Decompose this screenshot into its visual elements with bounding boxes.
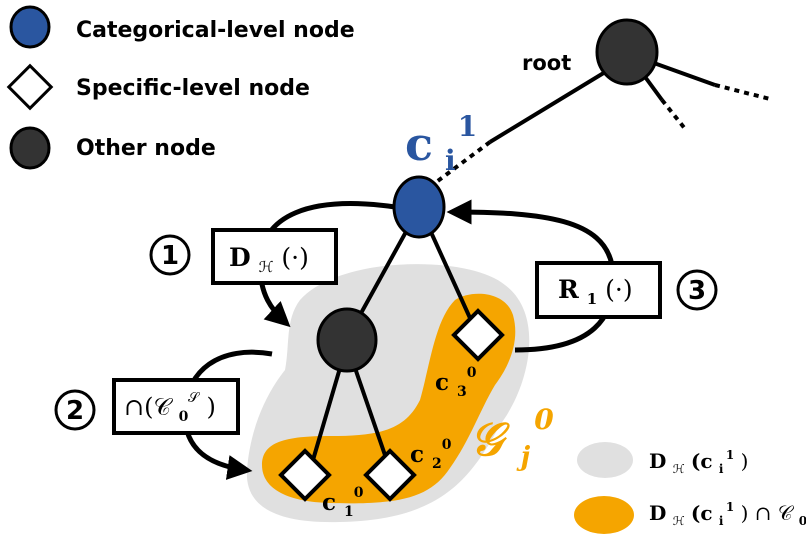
c2-label: c 2 0 (410, 437, 452, 474)
categorical-node-ci1 (392, 175, 446, 239)
legend-categorical-icon (9, 5, 51, 49)
legend-gray-label: D ℋ (c i 1 ) (649, 440, 748, 478)
edge-root-right-dotted (714, 83, 771, 101)
legend-specific-label: Specific-level node (76, 76, 310, 101)
edge-ci1-other (358, 229, 409, 316)
step2-formula: ∩(𝒞 0 𝒮 ) (124, 380, 216, 427)
step3-formula: R 1 (·) (558, 275, 633, 310)
step1-box (211, 228, 338, 285)
legend-other-label: Other node (76, 136, 216, 161)
group-label: 𝒢 j 0 (470, 403, 554, 476)
step3-circle (676, 269, 718, 311)
step2-circle (54, 389, 96, 431)
specific-node-c3 (451, 308, 505, 362)
edge-other-c2 (353, 367, 388, 459)
legend-specific-icon (6, 63, 54, 111)
step1-circle (149, 234, 191, 276)
edge-root-ci1-dotted (433, 140, 492, 185)
legend-categorical-label: Categorical-level node (76, 18, 355, 43)
edge-ci1-c3 (428, 229, 472, 319)
legend-gray-swatch (577, 442, 633, 478)
step3-box (535, 261, 662, 319)
step1-number: 1 (161, 241, 179, 271)
other-node-mid (316, 307, 378, 373)
legend-orange-label: D ℋ (c i 1 ) ∩ 𝒞 0 𝒮 (649, 492, 806, 530)
specific-node-c2 (363, 448, 417, 502)
orange-group-region (262, 293, 516, 504)
ci1-label: c i 1 (405, 110, 477, 181)
legend-other-icon (9, 126, 51, 170)
edge-other-c1 (311, 367, 342, 461)
edge-root-ci1 (488, 58, 627, 144)
edge-root-down-dotted (660, 98, 688, 132)
c3-label: c 3 0 (435, 365, 477, 402)
step2-box (112, 378, 240, 435)
step1-formula: D ℋ (·) (229, 243, 309, 278)
root-node (595, 18, 659, 86)
root-label: root (522, 51, 571, 75)
c1-label: c 1 0 (322, 485, 364, 522)
step2-number: 2 (66, 396, 84, 426)
specific-node-c1 (278, 448, 332, 502)
legend-orange-swatch (574, 496, 634, 534)
step3-number: 3 (688, 276, 706, 306)
